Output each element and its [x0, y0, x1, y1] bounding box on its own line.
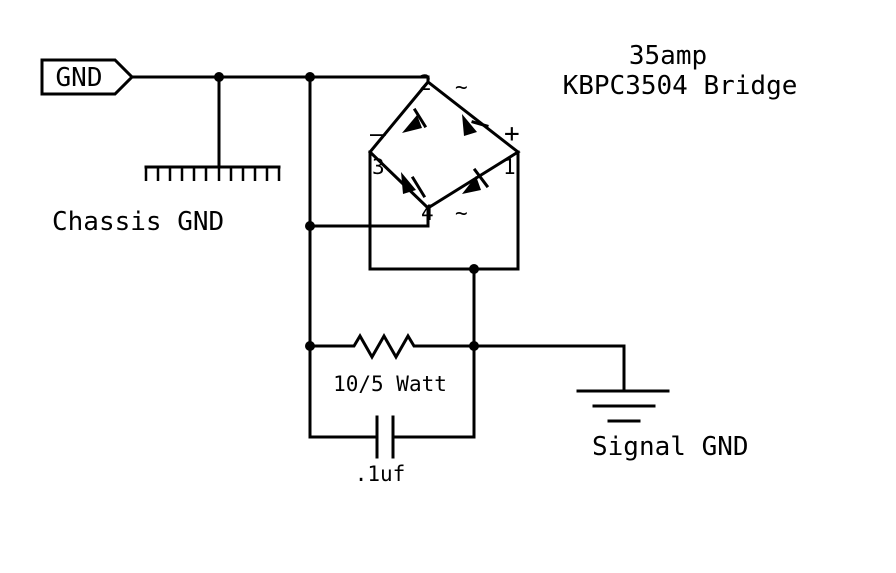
- bridge-plus: +: [504, 119, 520, 149]
- resistor-label: 10/5 Watt: [333, 372, 447, 396]
- chassis-gnd-label: Chassis GND: [52, 207, 224, 237]
- diode-top-left: [402, 107, 428, 133]
- capacitor: [308, 415, 476, 459]
- junction-dots: [214, 72, 479, 351]
- bridge-pin2: 2: [419, 71, 432, 95]
- junction-dc: [469, 264, 479, 274]
- bridge-pin3: 3: [372, 155, 385, 179]
- bridge-pin1: 1: [503, 155, 516, 179]
- chassis-ground-symbol: [144, 75, 281, 181]
- junction-resistor-right: [469, 341, 479, 351]
- diode-top-right: [462, 114, 489, 136]
- dc-return-wire: [368, 150, 520, 271]
- signal-ground-symbol: [472, 344, 670, 423]
- junction-top-left: [305, 72, 315, 82]
- top-ground-bus: [130, 75, 430, 84]
- resistor: [308, 332, 476, 361]
- title-line2: KBPC3504 Bridge: [563, 71, 798, 101]
- title-line1: 35amp: [629, 41, 707, 71]
- capacitor-label: .1uf: [355, 462, 406, 486]
- signal-gnd-label: Signal GND: [592, 432, 749, 462]
- junction-resistor-left: [305, 341, 315, 351]
- gnd-connector: GND: [40, 58, 135, 96]
- diode-bottom-right: [462, 167, 490, 194]
- bridge-minus: –: [370, 119, 386, 149]
- junction-chassis: [214, 72, 224, 82]
- diode-bottom-left: [401, 172, 427, 199]
- junction-pin4: [305, 221, 315, 231]
- bridge-rectifier: 2 ~ – + 3 1 4 ~: [367, 71, 521, 225]
- gnd-connector-label: GND: [56, 63, 103, 93]
- pin4-wire: [308, 206, 430, 228]
- bridge-ac-bottom: ~: [455, 201, 468, 225]
- bridge-ac-top: ~: [455, 75, 468, 99]
